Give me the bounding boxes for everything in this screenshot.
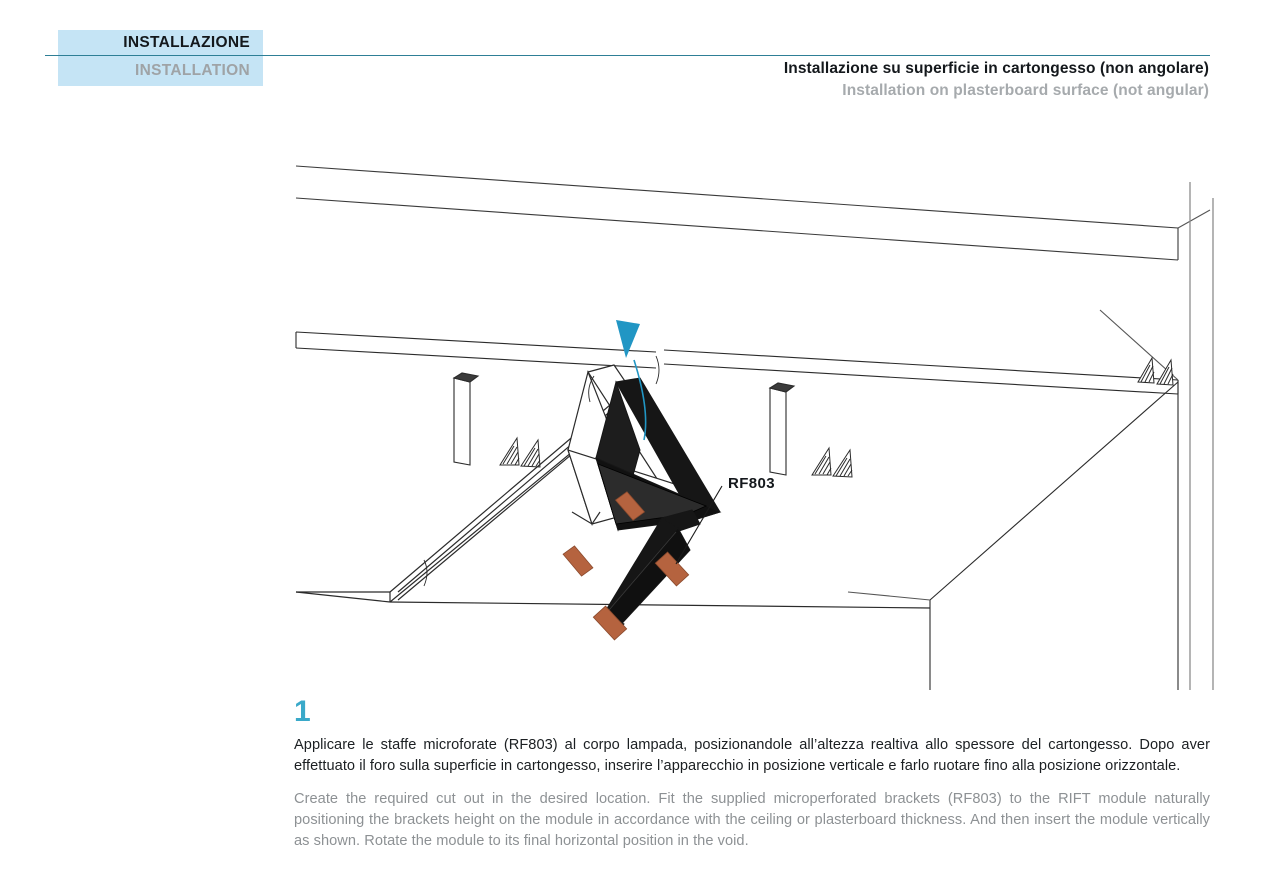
rotation-arrow [633,359,647,441]
callout-label-rf803: RF803 [728,475,776,492]
hatched-bracket-far-right [1137,356,1174,386]
page-header: INSTALLAZIONE INSTALLATION Installazione… [0,0,1279,120]
bracket-rf803-middle [562,545,594,577]
callout-leader-line [675,485,723,565]
section-title-english: INSTALLATION [135,62,250,79]
step-instruction-block: 1 Applicare le staffe microforate (RF803… [294,697,1210,852]
installation-diagram [0,120,1279,690]
hanger-post-right [768,382,796,476]
wall-edge-right [1189,182,1214,690]
hatched-bracket-right [811,446,853,478]
section-tag-background [58,30,263,86]
header-divider-rule [45,55,1210,56]
hanger-post-left [452,372,480,466]
bracket-rf803-top [614,491,646,521]
ceiling-slab-upper [295,165,1211,261]
ceiling-plane-lower [295,331,1179,395]
header-caption-english: Installation on plasterboard surface (no… [842,82,1209,99]
step-text-italian: Applicare le staffe microforate (RF803) … [294,737,1210,774]
hatched-bracket-left [499,436,541,468]
step-number: 1 [294,695,312,728]
header-caption-italian: Installazione su superficie in cartonges… [783,60,1209,77]
rotation-arrow-head [616,320,640,358]
step-text-english: Create the required cut out in the desir… [294,791,1210,849]
void-right-plane [847,309,1179,690]
bracket-rf803-right [654,551,690,587]
bracket-rf803-bottom [592,605,628,641]
section-title-italian: INSTALLAZIONE [123,34,250,51]
